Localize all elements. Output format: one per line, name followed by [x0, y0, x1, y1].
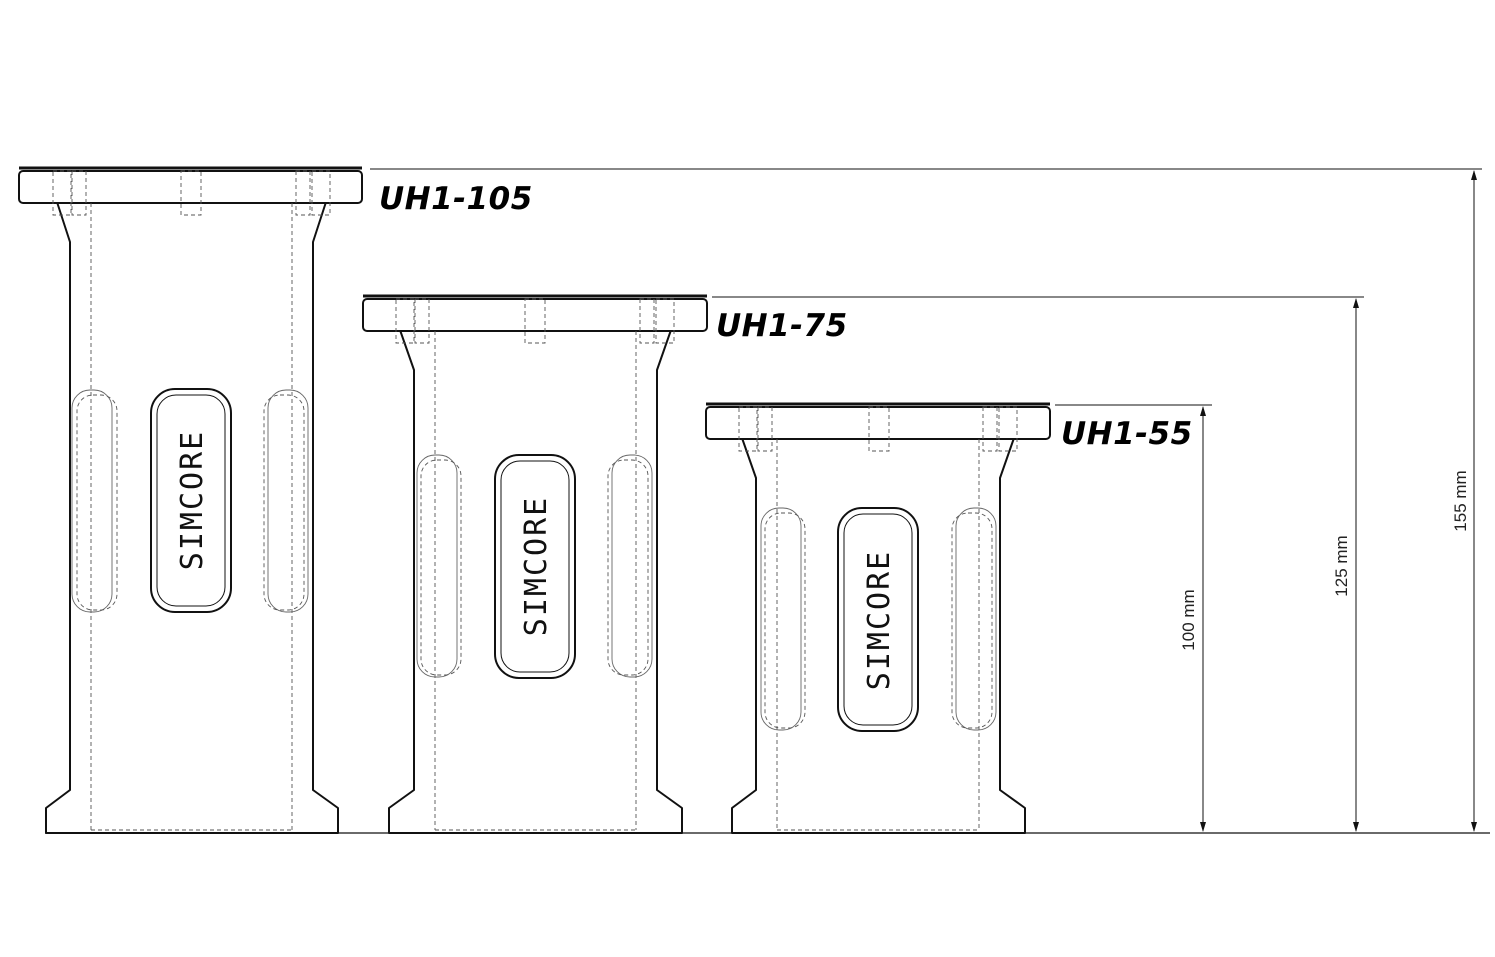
model-label-uh1-105: UH1-105: [379, 181, 533, 217]
logo-text: SIMCORE: [519, 496, 554, 636]
dimension-155: 155 mm: [370, 168, 1482, 832]
dimension-125: 125 mm: [712, 296, 1364, 832]
stand-uh1-75: SIMCORE UH1-75: [362, 294, 848, 834]
logo-badge: [837, 507, 919, 732]
logo-text: SIMCORE: [862, 550, 897, 690]
model-label-uh1-55: UH1-55: [1061, 416, 1193, 452]
top-plate: [18, 170, 363, 204]
logo-text: SIMCORE: [175, 430, 210, 570]
dimension-label-100: 100 mm: [1179, 589, 1198, 650]
model-label-uh1-75: UH1-75: [716, 308, 848, 344]
logo-badge: [150, 388, 232, 613]
logo-badge: [494, 454, 576, 679]
stand-uh1-105: SIMCORE UH1-105: [18, 166, 533, 834]
dimension-100: 100 mm: [1055, 404, 1212, 832]
stand-uh1-55: SIMCORE UH1-55: [705, 402, 1193, 834]
dimension-label-125: 125 mm: [1332, 535, 1351, 596]
dimension-label-155: 155 mm: [1451, 470, 1470, 531]
